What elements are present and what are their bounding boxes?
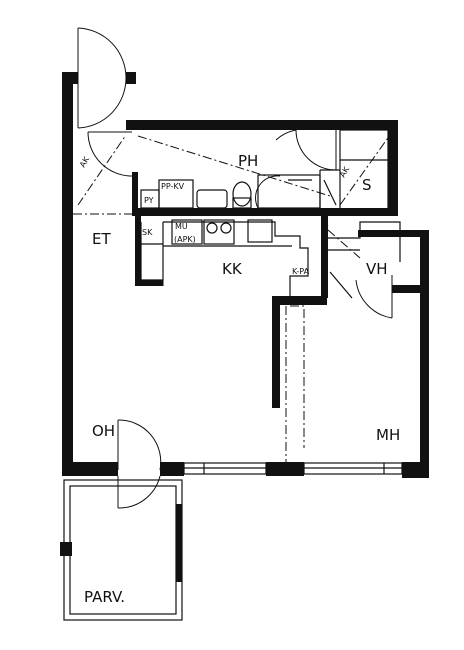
door-vh-arc	[355, 279, 393, 319]
wall-bedroom-left	[272, 296, 280, 408]
room-labels: PH S ET KK VH OH MH PARV.	[84, 152, 400, 606]
wall-bottom-right	[402, 462, 429, 478]
mu-box	[171, 219, 203, 245]
wall-bathroom-top	[126, 120, 398, 130]
doors	[77, 27, 393, 509]
fixtures	[140, 179, 353, 299]
partitions	[60, 129, 401, 621]
wall-vh-bottom	[392, 285, 422, 293]
balcony-rail-left	[60, 542, 72, 556]
room-label-s: S	[362, 176, 372, 194]
balcony-rail-right	[176, 504, 182, 582]
fixture-label-sk: SK	[142, 228, 153, 237]
washer-box	[158, 179, 194, 209]
fixture-label-py: PY	[144, 196, 154, 205]
wall-bottom-mid	[160, 462, 184, 476]
room-label-mh: MH	[376, 426, 400, 444]
fixture-label-mu: MU	[175, 222, 188, 231]
fixture-label-k-pa: K-PA	[292, 267, 310, 276]
windows	[183, 462, 403, 475]
room-label-kk: KK	[222, 260, 243, 278]
room-label-oh: OH	[92, 422, 115, 440]
fixture-label-apk: (APK)	[174, 235, 196, 244]
door-balcony-arc	[117, 419, 162, 471]
toilet	[232, 181, 252, 207]
door-sauna-arc	[295, 129, 337, 171]
wall-left-exterior	[62, 72, 73, 476]
fixture-label-ak-1: AK	[78, 155, 92, 169]
room-label-ph: PH	[238, 152, 258, 170]
room-label-et: ET	[92, 230, 111, 248]
ceiling-lines	[73, 134, 391, 462]
wall-right-exterior	[420, 230, 429, 478]
wall-vh-top	[358, 230, 426, 237]
kitchen-sink	[247, 219, 273, 243]
door-entrance-arc	[77, 27, 127, 79]
sink	[196, 189, 228, 209]
shower-area	[257, 174, 321, 209]
wall-kitchen-counter-left	[135, 216, 141, 286]
wall-bathroom-right	[388, 120, 398, 214]
fixture-label-pp-kv: PP-KV	[161, 182, 185, 191]
wall-bottom-left	[62, 462, 118, 476]
wall-bathroom-bottom	[132, 208, 398, 216]
room-label-parv: PARV.	[84, 588, 125, 606]
door-bathroom-arc	[87, 131, 133, 177]
fixture-labels: PY PP-KV SK MU (APK) K-PA AK AK	[78, 155, 352, 276]
stove	[203, 219, 235, 245]
wall-vh-left	[321, 216, 328, 298]
wall-kitchen-counter-bottom	[135, 280, 163, 286]
door-shower-arc	[255, 175, 281, 209]
room-label-vh: VH	[366, 260, 388, 278]
wall-bedroom-top	[275, 296, 327, 305]
wall-top-entrance-right	[126, 72, 136, 84]
wall-bathroom-left	[132, 172, 138, 216]
walls	[62, 72, 429, 478]
wall-bottom-center	[266, 462, 304, 476]
